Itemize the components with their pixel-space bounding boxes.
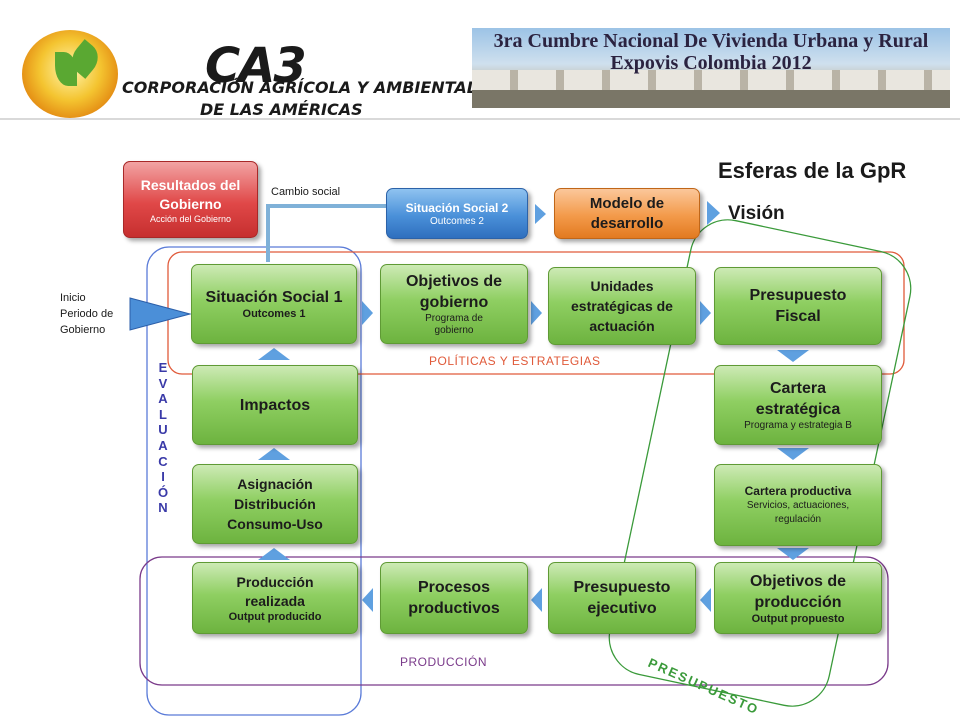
modelo-desarrollo-box: Modelo de desarrollo <box>554 188 700 239</box>
chevron-right-icon <box>531 301 542 325</box>
houses-image <box>472 70 950 90</box>
cambio-social-connector <box>266 204 388 262</box>
banner-title: 3ra Cumbre Nacional De Vivienda Urbana y… <box>493 30 929 52</box>
unidades-estrategicas-box: Unidades estratégicas de actuación <box>548 267 696 345</box>
produccion-label: PRODUCCIÓN <box>400 655 488 669</box>
logo-brand: CA3 <box>205 38 307 94</box>
logo-line-1: CORPORACIÓN AGRÍCOLA Y AMBIENTAL <box>122 78 477 97</box>
vision-label: Visión <box>728 203 785 224</box>
chevron-right-icon <box>535 204 546 224</box>
chevron-right-icon <box>700 301 711 325</box>
chevron-right-icon <box>362 301 373 325</box>
chevron-left-icon <box>700 588 711 612</box>
logo-line-2: DE LAS AMÉRICAS <box>200 100 363 119</box>
chevron-up-icon <box>258 448 290 460</box>
header-divider <box>0 118 960 120</box>
evaluacion-frame <box>146 246 362 716</box>
produccion-realizada-box: Producción realizada Output producido <box>192 562 358 634</box>
resultados-gobierno-box: Resultados del Gobierno Acción del Gobie… <box>123 161 258 238</box>
inicio-label: Inicio Periodo de Gobierno <box>60 292 114 336</box>
politicas-label: POLÍTICAS Y ESTRATEGIAS <box>429 354 601 368</box>
presupuesto-ejecutivo-box: Presupuesto ejecutivo <box>548 562 696 634</box>
asignacion-box: Asignación Distribución Consumo-Uso <box>192 464 358 544</box>
cartera-estrategica-box: Cartera estratégica Programa y estrategi… <box>714 365 882 445</box>
chevron-up-icon <box>258 348 290 360</box>
event-banner: 3ra Cumbre Nacional De Vivienda Urbana y… <box>472 28 950 108</box>
cartera-productiva-box: Cartera productiva Servicios, actuacione… <box>714 464 882 546</box>
chevron-down-icon <box>777 448 809 460</box>
impactos-box: Impactos <box>192 365 358 445</box>
header: CA3 CORPORACIÓN AGRÍCOLA Y AMBIENTAL DE … <box>0 0 960 120</box>
objetivos-produccion-box: Objetivos de producción Output propuesto <box>714 562 882 634</box>
produccion-frame <box>139 556 889 686</box>
evaluacion-label: E V A L U A C I Ó N <box>157 360 169 516</box>
diagram-title: Esferas de la GpR <box>718 158 907 183</box>
cambio-social-label: Cambio social <box>271 186 341 198</box>
chevron-right-icon <box>707 201 720 225</box>
chevron-down-icon <box>777 350 809 362</box>
road-image <box>472 90 950 108</box>
chevron-down-icon <box>777 548 809 560</box>
objetivos-gobierno-box: Objetivos de gobierno Programa de gobier… <box>380 264 528 344</box>
situacion-social-2-box: Situación Social 2 Outcomes 2 <box>386 188 528 239</box>
banner-subtitle: Expovis Colombia 2012 <box>610 52 812 74</box>
presupuesto-fiscal-box: Presupuesto Fiscal <box>714 267 882 345</box>
procesos-productivos-box: Procesos productivos <box>380 562 528 634</box>
entry-arrow-icon <box>129 297 192 331</box>
chevron-left-icon <box>362 588 373 612</box>
chevron-left-icon <box>531 588 542 612</box>
chevron-up-icon <box>258 548 290 560</box>
situacion-social-1-box: Situación Social 1 Outcomes 1 <box>191 264 357 344</box>
